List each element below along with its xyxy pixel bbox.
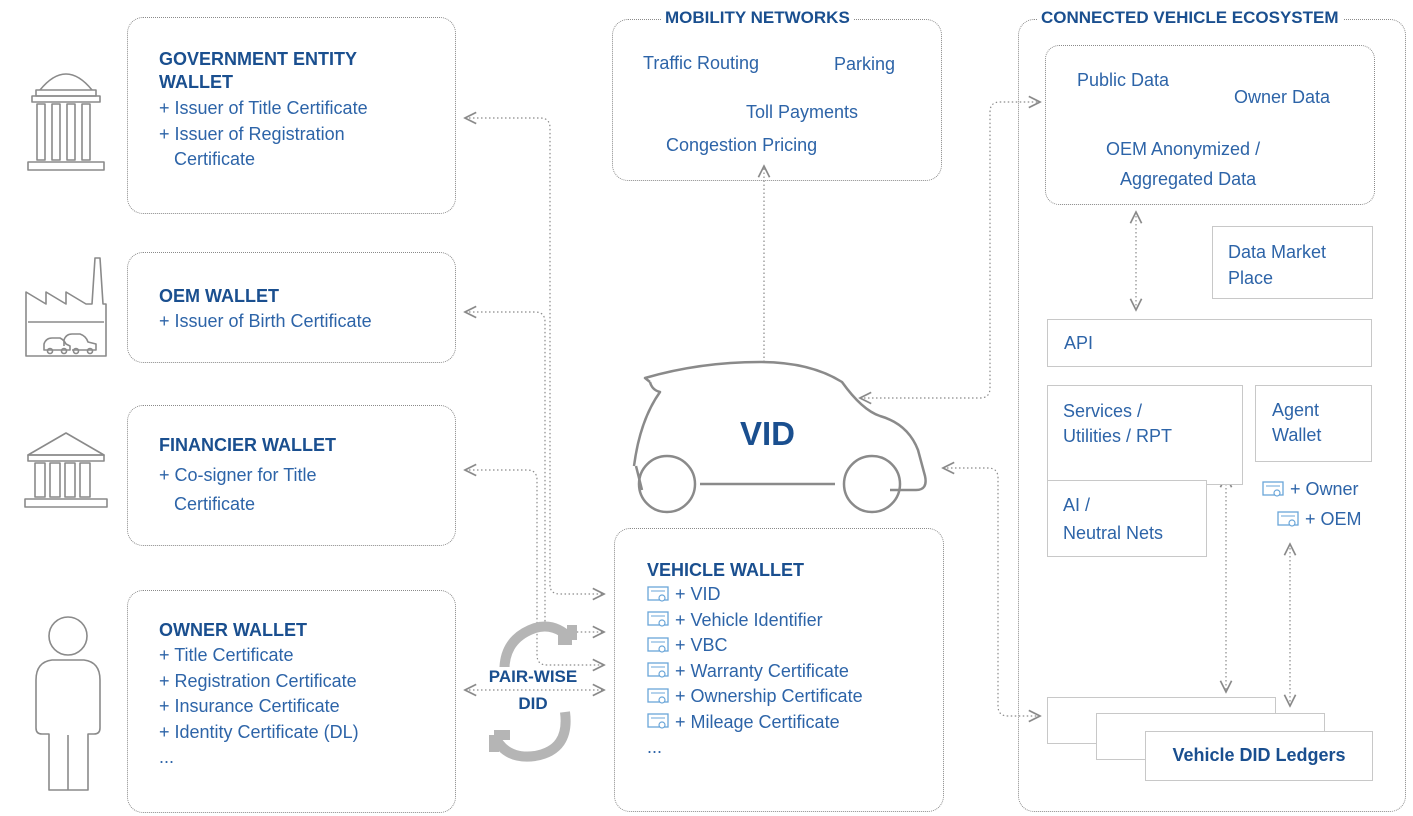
- ledger-connector: [943, 468, 1040, 716]
- api-box: API: [1047, 319, 1372, 367]
- public-data-label: Public Data: [1077, 70, 1170, 90]
- list-item: + Mileage Certificate: [647, 710, 863, 736]
- oem-connector: [465, 312, 604, 632]
- mobility-networks-header: MOBILITY NETWORKS: [661, 8, 854, 28]
- ecosystem-top-connector: [860, 102, 1040, 398]
- list-item: + VID: [647, 582, 863, 608]
- car-outline: [632, 360, 927, 514]
- list-item: + Warranty Certificate: [647, 659, 863, 685]
- vehicle-wallet-title: VEHICLE WALLET: [647, 560, 804, 580]
- ai-box: AI / Neutral Nets: [1047, 480, 1207, 557]
- oem-wallet-items: + Issuer of Birth Certificate: [159, 309, 372, 335]
- list-item: + Vehicle Identifier: [647, 608, 863, 634]
- data-sources-box: Public Data Owner Data OEM Anonymized / …: [1045, 45, 1375, 205]
- owner-data-label: Owner Data: [1234, 87, 1331, 107]
- vehicle-wallet-box: VEHICLE WALLET + VID + Vehicle Identifie…: [614, 528, 944, 812]
- list-item: + Issuer of Registration: [159, 123, 345, 144]
- list-item: Certificate: [159, 149, 256, 169]
- person-icon: [35, 616, 101, 791]
- financier-wallet-items: + Co-signer for Title Certificate: [159, 461, 317, 519]
- owner-wallet-items: + Title Certificate + Registration Certi…: [159, 643, 359, 771]
- list-item: + Identity Certificate (DL): [159, 721, 359, 742]
- government-wallet-title: GOVERNMENT ENTITY WALLET: [159, 49, 358, 92]
- connected-vehicle-ecosystem-box: CONNECTED VEHICLE ECOSYSTEM: [1018, 8, 1406, 812]
- mobility-networks-box: MOBILITY NETWORKS Traffic Routing Parkin…: [612, 8, 942, 181]
- government-wallet-items: + Issuer of Title Certificate + Issuer o…: [159, 96, 368, 173]
- certificate-icon: [1262, 480, 1284, 499]
- parking-label: Parking: [834, 54, 896, 74]
- factory-icon: [25, 257, 107, 357]
- list-item: + VBC: [647, 633, 863, 659]
- toll-payments-label: Toll Payments: [746, 102, 859, 122]
- list-item: Certificate: [159, 494, 256, 514]
- list-item: ...: [159, 747, 175, 767]
- data-market-place-label: Data Market Place: [1228, 242, 1327, 288]
- services-label: Services / Utilities / RPT: [1063, 401, 1173, 446]
- traffic-routing-label: Traffic Routing: [643, 53, 760, 73]
- agent-wallet-label: Agent Wallet: [1272, 400, 1322, 445]
- list-item: + Title Certificate: [159, 645, 294, 665]
- pairwise-cycle-icon: [489, 621, 577, 762]
- certificate-icon: [647, 662, 669, 680]
- oem-wallet-box: OEM WALLET + Issuer of Birth Certificate: [127, 252, 456, 363]
- oem-certificate-item: + OEM: [1277, 509, 1362, 530]
- certificate-icon: [647, 713, 669, 731]
- government-wallet-box: GOVERNMENT ENTITY WALLET + Issuer of Tit…: [127, 17, 456, 214]
- certificate-icon: [1277, 510, 1299, 529]
- agent-wallet-box: Agent Wallet: [1255, 385, 1372, 462]
- ecosystem-header: CONNECTED VEHICLE ECOSYSTEM: [1037, 8, 1343, 28]
- list-item: + Issuer of Title Certificate: [159, 98, 368, 118]
- owner-wallet-title: OWNER WALLET: [159, 620, 307, 640]
- owner-certificate-item: + Owner: [1262, 479, 1359, 500]
- owner-wallet-box: OWNER WALLET + Title Certificate + Regis…: [127, 590, 456, 813]
- data-market-place-box: Data Market Place: [1212, 226, 1373, 299]
- certificate-icon: [647, 611, 669, 629]
- list-item-more: ...: [647, 737, 663, 757]
- bank-icon: [24, 432, 108, 508]
- certificate-icon: [647, 688, 669, 706]
- capitol-icon: [27, 73, 105, 171]
- list-item: + Insurance Certificate: [159, 696, 340, 716]
- pairwise-did-label: PAIR-WISE DID: [488, 667, 578, 713]
- list-item: + Issuer of Birth Certificate: [159, 311, 372, 331]
- financier-wallet-box: FINANCIER WALLET + Co-signer for Title C…: [127, 405, 456, 546]
- financier-connector: [465, 470, 604, 665]
- financier-wallet-title: FINANCIER WALLET: [159, 435, 336, 455]
- vid-label: VID: [739, 415, 795, 452]
- vehicle-did-ledgers-box: Vehicle DID Ledgers: [1145, 731, 1373, 781]
- congestion-pricing-label: Congestion Pricing: [666, 135, 818, 155]
- gov-connector: [465, 118, 604, 594]
- list-item: + Ownership Certificate: [647, 684, 863, 710]
- certificate-icon: [647, 586, 669, 604]
- list-item: + Registration Certificate: [159, 670, 357, 691]
- certificate-icon: [647, 637, 669, 655]
- oem-anonymized-label: OEM Anonymized / Aggregated Data: [1106, 139, 1261, 189]
- services-box: Services / Utilities / RPT: [1047, 385, 1243, 485]
- list-item: + Co-signer for Title: [159, 465, 317, 485]
- vehicle-did-ledgers-label: Vehicle DID Ledgers: [1172, 745, 1346, 765]
- oem-wallet-title: OEM WALLET: [159, 286, 279, 306]
- ai-label: AI / Neutral Nets: [1063, 495, 1164, 543]
- vehicle-wallet-items: + VID + Vehicle Identifier + VBC + Warra…: [647, 582, 863, 761]
- api-label: API: [1064, 333, 1094, 353]
